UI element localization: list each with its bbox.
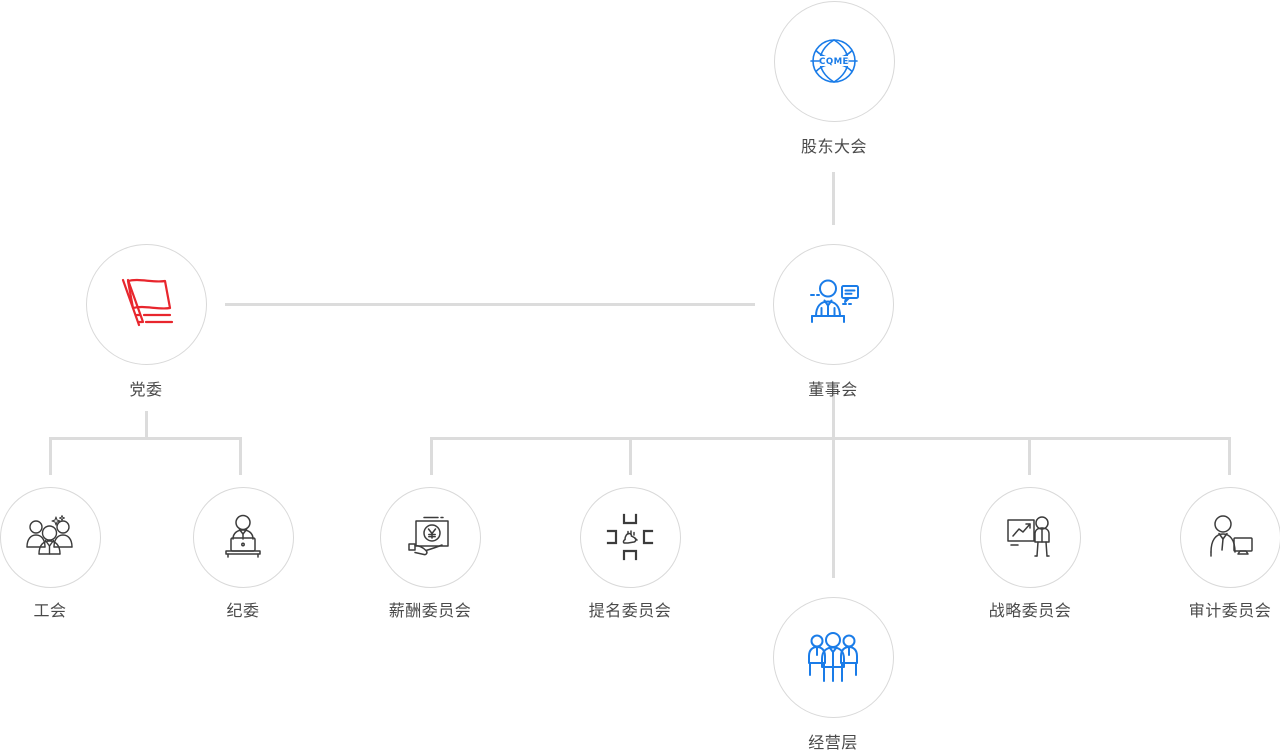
people-group-icon [24,514,76,560]
node-strategy-circle[interactable] [980,487,1081,588]
node-audit-label: 审计委员会 [1120,601,1280,621]
node-nomination-label: 提名委员会 [520,601,740,621]
node-management-circle[interactable] [773,597,894,718]
person-monitor-icon [1205,514,1255,560]
person-laptop-icon [219,514,267,560]
connector-drop-strategy [1028,437,1031,475]
node-nomination-circle[interactable] [580,487,681,588]
red-flag-icon [115,275,177,333]
connector-board-bus [430,437,1230,440]
connector-shareholders-to-board [832,172,835,225]
connector-party-stub [145,411,148,437]
node-labor-union-circle[interactable] [0,487,101,588]
hand-money-board-icon [404,514,456,560]
node-board-circle[interactable] [773,244,894,365]
handshake-cross-icon [606,513,654,561]
node-shareholders-circle[interactable]: CQME [774,1,895,122]
node-party-label: 党委 [36,380,256,400]
connector-party-to-board [225,303,755,306]
presenter-chart-icon [1004,514,1056,560]
node-management-label: 经营层 [723,733,943,753]
node-audit-circle[interactable] [1180,487,1280,588]
connector-drop-nomination [629,437,632,475]
three-people-icon [804,629,862,685]
globe-cqme-icon: CQME [807,34,861,88]
connector-party-bus [49,437,241,440]
node-compensation-circle[interactable] [380,487,481,588]
node-compensation-label: 薪酬委员会 [320,601,540,621]
node-shareholders-label: 股东大会 [724,137,944,157]
connector-drop-compensation [430,437,433,475]
node-board-label: 董事会 [723,380,943,400]
node-strategy-label: 战略委员会 [920,601,1140,621]
connector-drop-labor-union [49,437,52,475]
chairman-podium-icon [805,278,861,330]
node-discipline-circle[interactable] [193,487,294,588]
connector-drop-discipline [239,437,242,475]
svg-text:CQME: CQME [819,57,849,67]
connector-drop-audit [1228,437,1231,475]
node-party-circle[interactable] [86,244,207,365]
connector-board-to-management [832,383,835,578]
